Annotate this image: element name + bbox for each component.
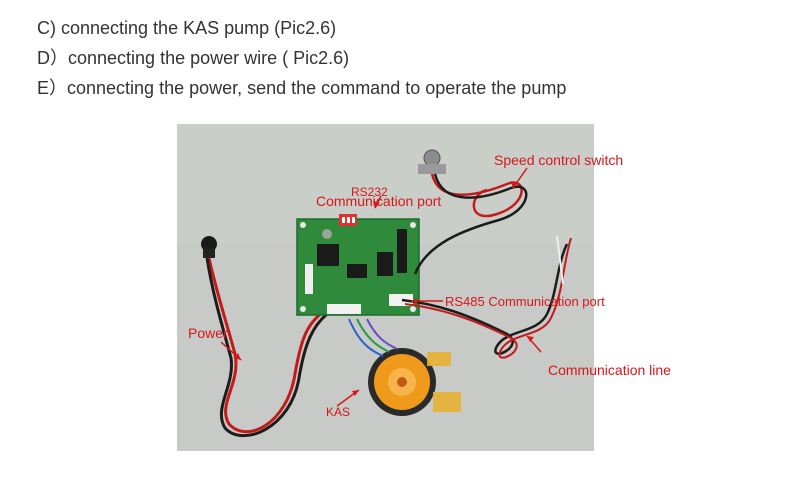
communication-line-label: Communication line (548, 362, 671, 378)
communication-line-end (556, 235, 564, 285)
rs232-label: RS232 (351, 185, 388, 199)
communication-line-black (401, 243, 569, 355)
power-wire-red (207, 257, 324, 434)
speed-control-switch-label: Speed control switch (494, 152, 624, 168)
communication-port-label: Communication port (316, 193, 442, 209)
power-label: Power (188, 325, 228, 341)
comm-port-arrow-head (373, 201, 380, 208)
power-arrow-head (234, 353, 241, 360)
rs485-port-label: RS485 Communication port (445, 294, 605, 309)
step-d-text: D）connecting the power wire ( Pic2.6) (37, 48, 350, 68)
communication-line-red (404, 237, 572, 359)
comm-line-arrow-head (527, 336, 534, 342)
step-e-text: E）connecting the power, send the command… (37, 78, 567, 98)
speed-wire-black (413, 173, 528, 275)
step-c-text: C) connecting the KAS pump (Pic2.6) (37, 18, 337, 38)
kas-arrow-head (352, 390, 359, 396)
kas-label: KAS (326, 405, 351, 419)
photo-illustration (177, 124, 594, 451)
pump-wire-green (356, 318, 390, 353)
kas-pump (368, 348, 461, 416)
pump-wire-blue (348, 318, 384, 357)
pump-wiring-photo (177, 124, 594, 451)
speed-control-knob (418, 149, 446, 174)
pump-wire-purple (366, 318, 398, 350)
rs485-arrow-head (411, 298, 417, 304)
speed-arrow-head (511, 181, 518, 188)
power-connector (201, 236, 217, 258)
control-board (296, 214, 420, 316)
power-wire-black (205, 257, 328, 438)
